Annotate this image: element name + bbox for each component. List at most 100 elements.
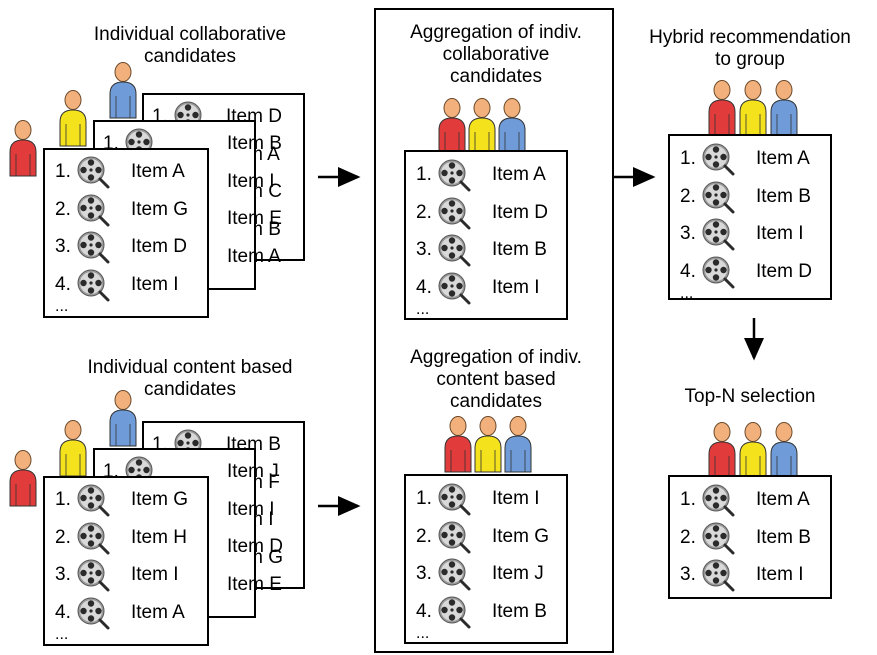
list-item: 4. Item B bbox=[406, 594, 566, 630]
more-items-ellipsis: ... bbox=[55, 298, 69, 315]
topn-title: Top-N selection bbox=[684, 386, 816, 407]
hybrid-title: Hybrid recommendation to group bbox=[649, 27, 851, 70]
film-reel-magnifier-icon bbox=[436, 232, 474, 268]
film-reel-magnifier-icon bbox=[436, 195, 474, 231]
rank-number: 4. bbox=[55, 273, 71, 295]
list-item: 4.Item I bbox=[406, 270, 566, 306]
item-label: Item A bbox=[131, 601, 185, 623]
user-icon-red bbox=[707, 78, 737, 138]
user-icon-blue bbox=[108, 60, 138, 120]
film-reel-magnifier-icon bbox=[75, 482, 113, 518]
item-label: Item I bbox=[492, 488, 540, 509]
item-label: Item I bbox=[131, 273, 179, 295]
film-reel-magnifier-icon bbox=[75, 520, 113, 556]
film-reel-magnifier-icon bbox=[436, 270, 474, 306]
item-label: Item B bbox=[492, 239, 547, 260]
film-reel-magnifier-icon bbox=[700, 141, 738, 177]
film-reel-magnifier-icon bbox=[75, 192, 113, 228]
rank-number: 3. bbox=[680, 223, 696, 244]
item-label: Item D bbox=[131, 236, 187, 257]
item-label: Item E bbox=[227, 208, 282, 229]
item-label: Item D bbox=[227, 536, 283, 557]
agg-content-title: Aggregation of indiv. content based cand… bbox=[410, 347, 582, 412]
item-label: Item A bbox=[492, 164, 546, 185]
rank-number: 3. bbox=[416, 563, 432, 584]
rank-number: 2. bbox=[55, 526, 71, 548]
user-icon-red bbox=[707, 420, 737, 480]
agg-collab-title: Aggregation of indiv. collaborative cand… bbox=[410, 22, 582, 87]
list-item: 1.Item A bbox=[45, 154, 207, 190]
list-item: 2.Item B bbox=[670, 520, 830, 556]
film-reel-magnifier-icon bbox=[700, 216, 738, 252]
list-item: 3. Item I bbox=[670, 216, 830, 252]
user-icon-yellow bbox=[58, 418, 88, 478]
user-icon-yellow bbox=[738, 78, 768, 138]
item-label: Item I bbox=[227, 498, 275, 520]
more-items-ellipsis: ... bbox=[416, 625, 430, 642]
content-list-red: 1.Item G 2. Item H 3. Item I 4. Item A... bbox=[43, 476, 209, 646]
film-reel-magnifier-icon bbox=[700, 482, 738, 518]
user-icon-blue bbox=[769, 78, 799, 138]
list-item: 3. Item I bbox=[45, 557, 207, 593]
more-items-ellipsis: ... bbox=[416, 301, 430, 318]
list-item: 4. Item I bbox=[45, 267, 207, 303]
item-label: Item I bbox=[131, 564, 179, 585]
user-icon-blue bbox=[108, 388, 138, 448]
aggregation-frame bbox=[374, 8, 614, 653]
rank-number: 2. bbox=[680, 185, 696, 207]
film-reel-magnifier-icon bbox=[436, 519, 474, 555]
item-label: Item B bbox=[756, 185, 811, 207]
item-label: Item I bbox=[756, 564, 804, 585]
user-icon-yellow bbox=[473, 414, 503, 474]
film-reel-magnifier-icon bbox=[75, 595, 113, 631]
rank-number: 1. bbox=[416, 164, 432, 185]
rank-number: 3. bbox=[55, 564, 71, 585]
list-item: 1.Item G bbox=[45, 482, 207, 518]
film-reel-magnifier-icon bbox=[436, 157, 474, 193]
rank-number: 1. bbox=[680, 148, 696, 169]
list-item: 2. Item H bbox=[45, 520, 207, 556]
film-reel-magnifier-icon bbox=[700, 557, 738, 593]
film-reel-magnifier-icon bbox=[436, 594, 474, 630]
item-label: Item H bbox=[131, 526, 187, 548]
rank-number: 3. bbox=[680, 564, 696, 585]
user-icon-red bbox=[437, 96, 467, 156]
rank-number: 3. bbox=[416, 239, 432, 260]
user-icon-blue bbox=[503, 414, 533, 474]
rank-number: 4. bbox=[55, 601, 71, 623]
item-label: Item B bbox=[227, 133, 282, 154]
film-reel-magnifier-icon bbox=[75, 229, 113, 265]
item-label: Item E bbox=[227, 573, 282, 595]
list-item: 3. Item D bbox=[45, 229, 207, 265]
user-icon-red bbox=[443, 414, 473, 474]
list-item: 4.Item D bbox=[670, 254, 830, 290]
item-label: Item J bbox=[227, 461, 279, 482]
list-item: 1.Item I bbox=[406, 481, 566, 517]
rank-number: 4. bbox=[416, 276, 432, 298]
list-item: 3. Item J bbox=[406, 556, 566, 592]
list-item: 4. Item A bbox=[45, 595, 207, 631]
item-label: Item I bbox=[756, 223, 804, 244]
film-reel-magnifier-icon bbox=[436, 556, 474, 592]
film-reel-magnifier-icon bbox=[700, 520, 738, 556]
content-candidates-title: Individual content based candidates bbox=[87, 357, 293, 400]
rank-number: 4. bbox=[416, 600, 432, 622]
list-item: 3. Item I bbox=[670, 557, 830, 593]
rank-number: 4. bbox=[680, 260, 696, 282]
item-label: Item I bbox=[227, 170, 275, 192]
item-label: Item J bbox=[492, 563, 544, 584]
film-reel-magnifier-icon bbox=[75, 154, 113, 190]
item-label: Item G bbox=[131, 489, 189, 510]
list-item: 2.Item G bbox=[406, 519, 566, 555]
user-icon-yellow bbox=[738, 420, 768, 480]
item-label: Item B bbox=[492, 600, 547, 622]
rank-number: 3. bbox=[55, 236, 71, 257]
item-label: Item G bbox=[131, 198, 189, 220]
rank-number: 2. bbox=[416, 201, 432, 223]
collab-candidates-title: Individual collaborative candidates bbox=[93, 24, 287, 67]
more-items-ellipsis: ... bbox=[55, 626, 69, 643]
list-item: 2.Item G bbox=[45, 192, 207, 228]
